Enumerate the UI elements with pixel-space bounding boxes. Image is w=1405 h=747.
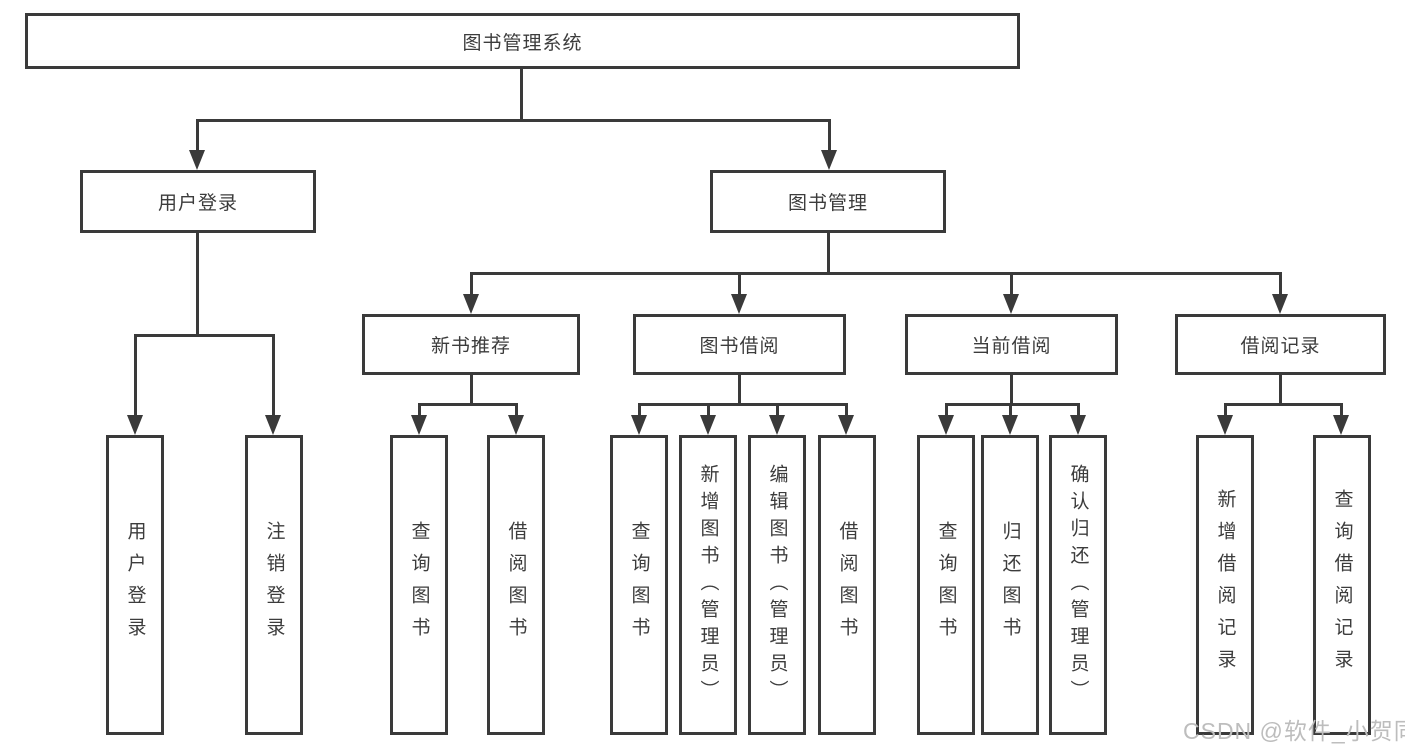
node-return-books-label: 归还图书 [999,521,1021,649]
connector-h [418,403,518,406]
arrow-down-icon [189,150,205,170]
connector-v [418,403,421,419]
node-leaf-logout-label: 注销登录 [263,521,285,649]
connector-v [1340,403,1343,419]
arrow-down-icon [1070,415,1086,435]
node-borrowing-records-label: 借阅记录 [1240,336,1321,357]
connector-v [470,272,473,298]
connector-v [638,403,641,419]
connector-v [134,334,137,419]
watermark: CSDN @软件_小贺同学 [1183,718,1405,744]
connector-v [707,403,710,419]
connector-h [196,119,831,122]
arrow-down-icon [938,415,954,435]
node-book-management: 图书管理 [710,170,946,233]
node-borrow-books-1: 借阅图书 [487,435,545,735]
node-query-borrow-record-label: 查询借阅记录 [1331,489,1353,681]
connector-h [1224,403,1343,406]
connector-v [1224,403,1227,419]
connector-v [1010,375,1013,406]
connector-v [196,233,199,337]
node-borrowing-records: 借阅记录 [1175,314,1386,375]
connector-h [134,334,275,337]
connector-v [776,403,779,419]
arrow-down-icon [769,415,785,435]
connector-v [1279,375,1282,406]
connector-v [470,375,473,406]
node-query-books-3: 查询图书 [917,435,975,735]
connector-h [638,403,848,406]
connector-v [1009,403,1012,419]
arrow-down-icon [1217,415,1233,435]
node-confirm-return-admin-label: 确认归还（管理员） [1067,463,1089,707]
node-confirm-return-admin: 确认归还（管理员） [1049,435,1107,735]
arrow-down-icon [463,294,479,314]
connector-v [945,403,948,419]
node-edit-book-admin: 编辑图书（管理员） [748,435,806,735]
arrow-down-icon [1002,415,1018,435]
arrow-down-icon [265,415,281,435]
node-leaf-user-login-label: 用户登录 [124,521,146,649]
connector-v [1077,403,1080,419]
arrow-down-icon [1333,415,1349,435]
node-query-books-2-label: 查询图书 [628,521,650,649]
connector-v [1010,272,1013,298]
node-add-borrow-record: 新增借阅记录 [1196,435,1254,735]
connector-v [515,403,518,419]
node-new-book-recommend-label: 新书推荐 [430,336,511,357]
node-add-book-admin: 新增图书（管理员） [679,435,737,735]
connector-v [828,119,831,154]
connector-v [196,119,199,154]
arrow-down-icon [838,415,854,435]
arrow-down-icon [1003,294,1019,314]
connector-v [827,233,830,275]
node-book-management-label: 图书管理 [787,193,868,214]
node-return-books: 归还图书 [981,435,1039,735]
node-query-books-1-label: 查询图书 [408,521,430,649]
node-current-borrowing: 当前借阅 [905,314,1118,375]
arrow-down-icon [700,415,716,435]
node-root-label: 图书管理系统 [462,32,583,54]
arrow-down-icon [411,415,427,435]
node-leaf-user-login: 用户登录 [106,435,164,735]
connector-v [845,403,848,419]
node-query-borrow-record: 查询借阅记录 [1313,435,1371,735]
connector-v [520,68,523,121]
arrow-down-icon [731,294,747,314]
node-query-books-2: 查询图书 [610,435,668,735]
node-add-borrow-record-label: 新增借阅记录 [1214,489,1236,681]
node-root: 图书管理系统 [25,13,1020,69]
connector-v [738,375,741,406]
arrow-down-icon [508,415,524,435]
connector-v [1279,272,1282,298]
arrow-down-icon [821,150,837,170]
node-edit-book-admin-label: 编辑图书（管理员） [766,463,788,707]
arrow-down-icon [127,415,143,435]
arrow-down-icon [631,415,647,435]
node-user-login: 用户登录 [80,170,316,233]
node-book-borrowing-label: 图书借阅 [699,336,780,357]
node-borrow-books-2: 借阅图书 [818,435,876,735]
node-query-books-1: 查询图书 [390,435,448,735]
node-borrow-books-2-label: 借阅图书 [836,521,858,649]
connector-h [470,272,1282,275]
node-leaf-logout: 注销登录 [245,435,303,735]
node-book-borrowing: 图书借阅 [633,314,846,375]
node-current-borrowing-label: 当前借阅 [971,336,1052,357]
node-new-book-recommend: 新书推荐 [362,314,580,375]
node-borrow-books-1-label: 借阅图书 [505,521,527,649]
connector-v [272,334,275,419]
node-add-book-admin-label: 新增图书（管理员） [697,463,719,707]
connector-h [945,403,1079,406]
node-query-books-3-label: 查询图书 [935,521,957,649]
node-user-login-label: 用户登录 [157,193,238,214]
arrow-down-icon [1272,294,1288,314]
connector-v [738,272,741,298]
